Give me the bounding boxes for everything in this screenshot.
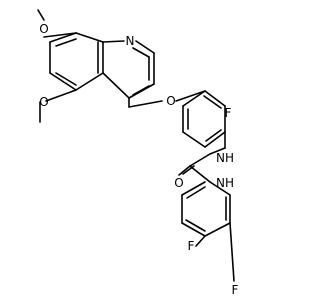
molecule-structure: O O N O F NH O NH F F	[37, 9, 239, 297]
bond-line-14	[102, 40, 125, 43]
bond-line-28	[182, 131, 206, 148]
atom-o-ether: O	[166, 94, 175, 108]
atom-o-mid: O	[39, 95, 48, 109]
bond-line-45	[181, 181, 206, 196]
bond-line-40	[209, 181, 231, 196]
atom-o-top: O	[39, 22, 48, 36]
bond-line-32	[205, 129, 222, 142]
bond-line-5	[75, 32, 104, 43]
bond-line-50	[229, 222, 235, 282]
bond-line-12	[55, 38, 77, 47]
bond-line-39	[189, 165, 211, 183]
bond-line-21	[132, 85, 150, 96]
bond-line-10	[49, 32, 77, 43]
bond-group	[37, 9, 235, 282]
bond-line-47	[185, 219, 206, 232]
bond-line-36	[189, 153, 211, 167]
bond-line-37	[178, 165, 191, 176]
bond-line-15	[135, 40, 155, 54]
bond-line-27	[204, 131, 226, 148]
bond-line-8	[49, 72, 77, 91]
bond-line-18	[102, 72, 130, 99]
atom-nh-2: NH	[216, 176, 234, 190]
bond-line-48	[186, 186, 206, 199]
bond-line-19	[132, 47, 150, 58]
atom-f-2: F	[188, 239, 195, 253]
atom-n-ring: N	[126, 34, 135, 48]
bond-line-49	[195, 235, 206, 247]
bond-line-25	[204, 90, 226, 107]
atom-nh-1: NH	[216, 151, 234, 165]
bond-line-35	[209, 147, 226, 155]
bond-line-4	[45, 89, 77, 102]
bond-line-24	[175, 90, 206, 102]
atom-f-1: F	[225, 106, 232, 120]
bond-line-31	[203, 95, 222, 109]
bond-line-1	[37, 9, 45, 21]
bond-line-23	[128, 100, 163, 108]
bond-line-11	[55, 72, 77, 86]
bond-line-2	[43, 32, 77, 38]
atom-label-group: O O N O F NH O NH F F	[39, 22, 238, 297]
bond-line-7	[75, 72, 104, 91]
atom-o-carbonyl: O	[174, 176, 183, 190]
atom-f-3: F	[232, 283, 239, 297]
bond-line-42	[204, 222, 231, 237]
bond-line-43	[181, 222, 206, 237]
bond-line-30	[182, 90, 206, 107]
